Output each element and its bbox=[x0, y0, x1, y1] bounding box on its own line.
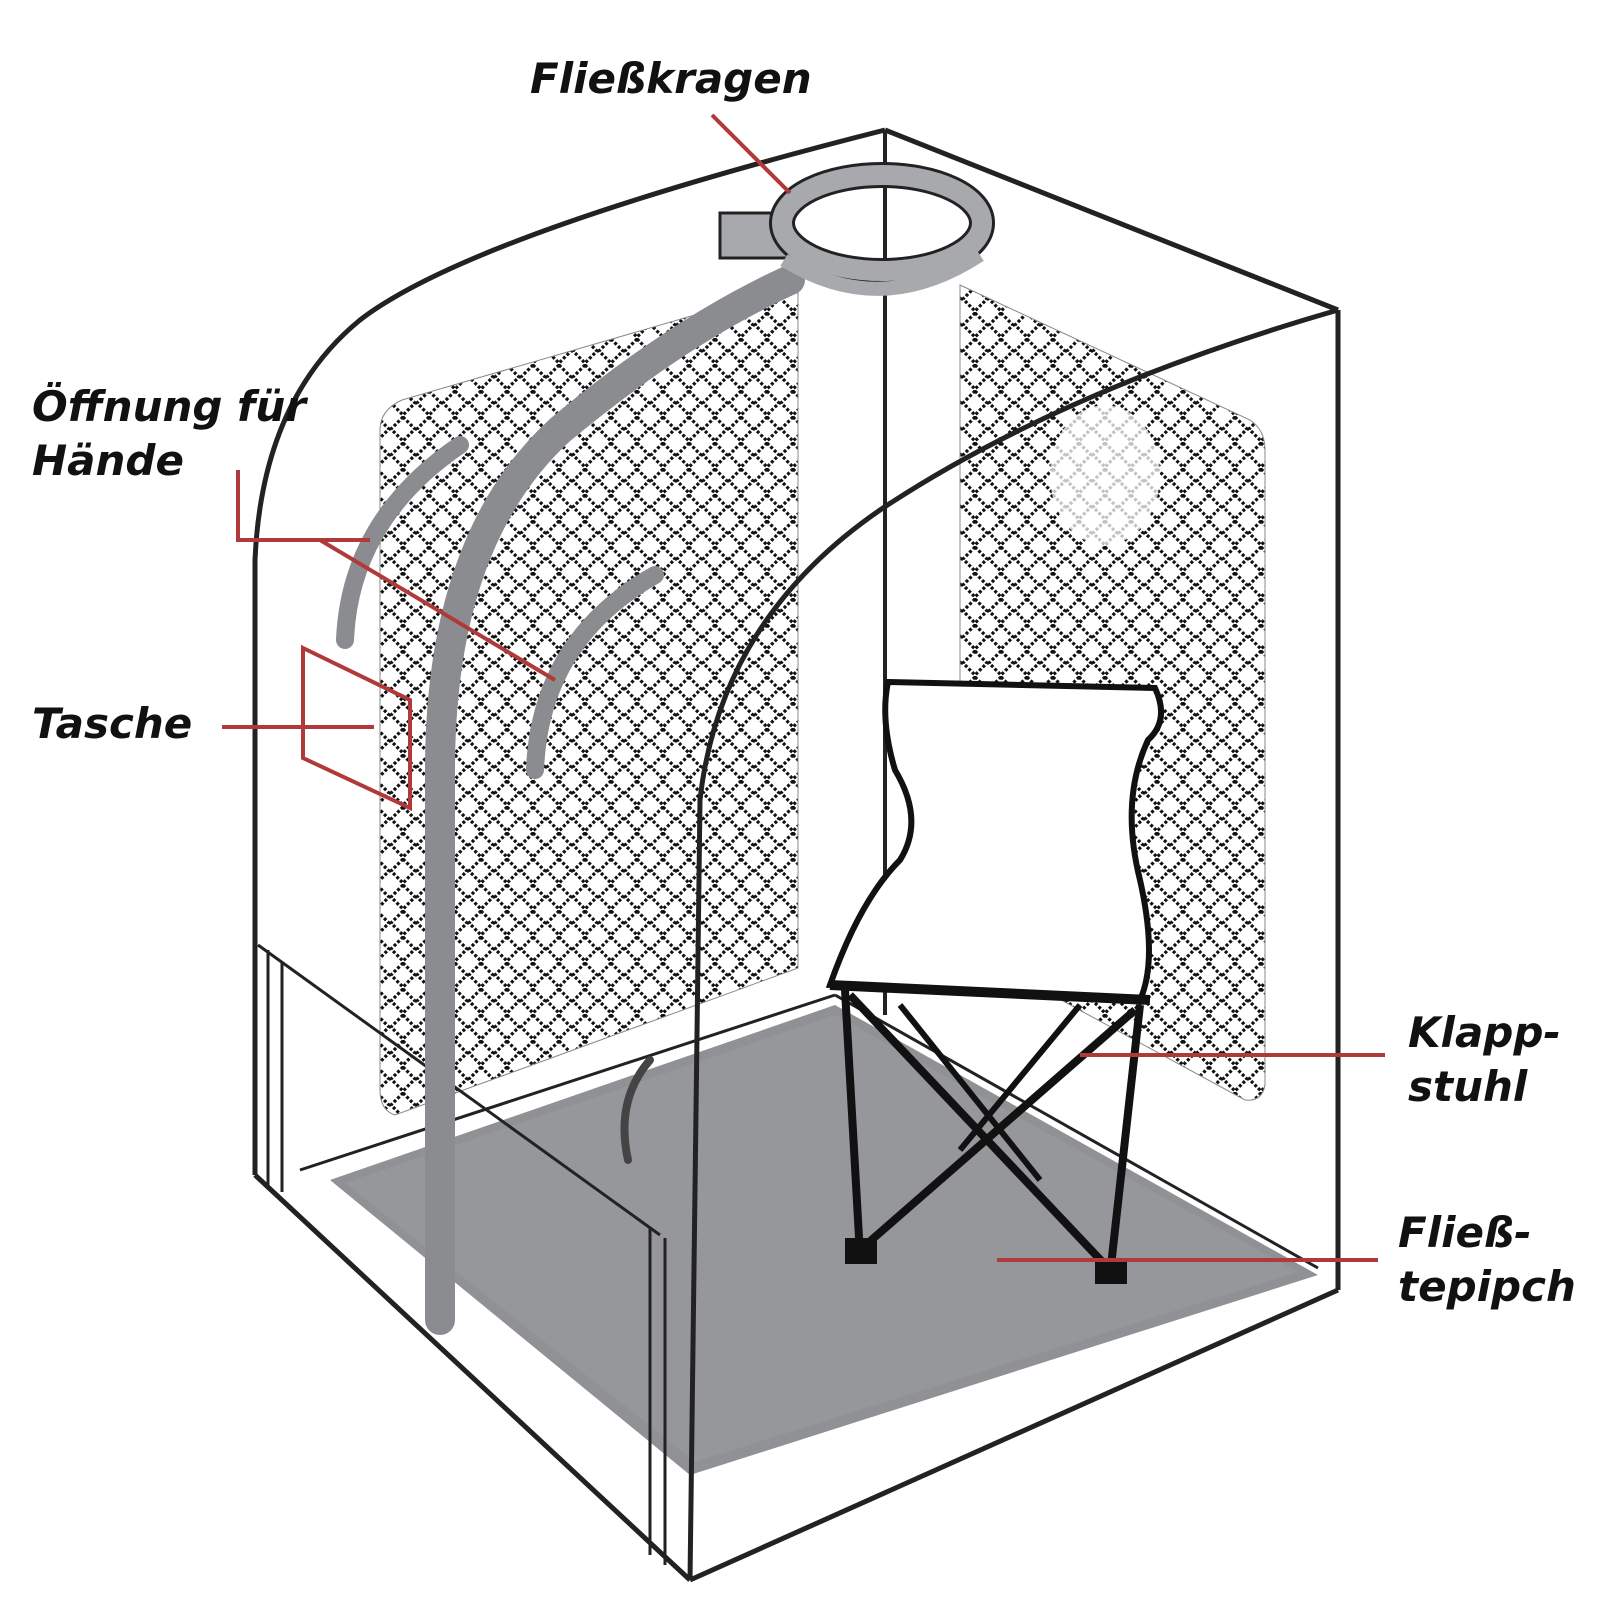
chair-backrest bbox=[825, 678, 1165, 1004]
label-pocket-text: Tasche bbox=[32, 699, 193, 748]
floor-back-edge-right bbox=[834, 993, 1319, 1270]
chair-cross-2 bbox=[847, 992, 1113, 1273]
label-hand-openings-line1: Öffnung für bbox=[32, 382, 306, 431]
label-folding-chair-line1: Klapp- bbox=[1408, 1008, 1561, 1057]
label-folding-chair: Klapp- stuhl bbox=[1408, 1006, 1561, 1114]
tent-top-edge-back bbox=[884, 127, 1339, 313]
floor-carpet-inner bbox=[345, 1015, 1298, 1462]
lattice-panel-left bbox=[379, 284, 799, 1116]
hand-opening-right bbox=[526, 566, 664, 779]
steam-blotch bbox=[1050, 405, 1160, 545]
steam-pipe-hose-lower bbox=[620, 1056, 654, 1164]
flow-collar-ring-fill bbox=[772, 165, 992, 281]
leader-lines bbox=[222, 113, 1385, 1262]
label-pocket: Tasche bbox=[32, 697, 192, 751]
pocket-outline bbox=[301, 644, 412, 812]
leader-hands-diagonal bbox=[318, 538, 557, 682]
tent-front-frame bbox=[252, 127, 886, 1175]
tent-front-right-arc bbox=[687, 307, 1339, 1581]
chair-seat bbox=[829, 980, 1151, 1005]
skirt-top-left bbox=[257, 943, 661, 1237]
label-hand-openings-line2: Hände bbox=[32, 436, 184, 485]
label-flow-collar-text: Fließkragen bbox=[530, 54, 812, 103]
leader-collar bbox=[710, 113, 792, 195]
tent-right-bottom bbox=[688, 1287, 1340, 1583]
steam-pipe bbox=[425, 265, 805, 1335]
chair-leg-2 bbox=[1106, 1004, 1144, 1276]
label-flow-carpet-line2: tepipch bbox=[1398, 1262, 1576, 1311]
floor-back-edge bbox=[299, 993, 836, 1172]
hand-opening-left bbox=[336, 436, 469, 649]
chair-cross-3 bbox=[897, 1003, 1043, 1182]
leader-hands bbox=[236, 470, 370, 542]
collar-lower-band bbox=[780, 249, 984, 296]
label-hand-openings: Öffnung für Hände bbox=[32, 380, 306, 488]
label-flow-collar: Fließkragen bbox=[530, 52, 812, 106]
chair-cross-4 bbox=[957, 1003, 1083, 1152]
chair-foot-1 bbox=[845, 1238, 877, 1264]
label-flow-carpet: Fließ- tepipch bbox=[1398, 1206, 1576, 1314]
chair-leg-1 bbox=[841, 989, 864, 1256]
tent-front-bottom bbox=[253, 1173, 692, 1582]
label-folding-chair-line2: stuhl bbox=[1408, 1062, 1528, 1111]
label-flow-carpet-line1: Fließ- bbox=[1398, 1208, 1532, 1257]
chair-foot-2 bbox=[1095, 1258, 1127, 1284]
